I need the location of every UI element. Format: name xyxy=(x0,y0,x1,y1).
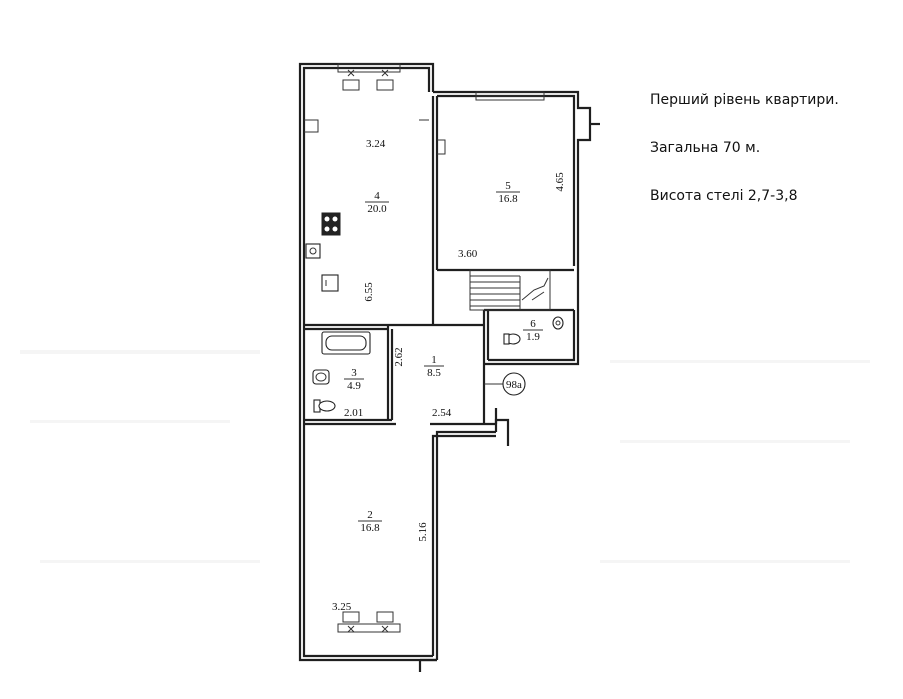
room-3-area: 4.9 xyxy=(347,380,361,392)
info-ceiling-height: Висота стелі 2,7-3,8 xyxy=(650,188,798,204)
dimension-5-16: 5.16 xyxy=(417,522,429,542)
info-total-area: Загальна 70 м. xyxy=(650,140,761,156)
background-noise xyxy=(20,350,870,563)
room-labels: 4 20.0 5 16.8 1 8.5 3 4.9 6 1.9 2 16.8 xyxy=(344,180,543,534)
wall-outlet-icon xyxy=(305,243,321,259)
dimension-labels: 3.24 6.55 4.65 3.60 2.62 2.01 2.54 5.16 … xyxy=(332,138,566,613)
dimension-2-01: 2.01 xyxy=(344,407,363,419)
window-kitchen xyxy=(337,63,401,73)
bathtub-icon xyxy=(321,331,371,355)
apartment-tag-text: 98a xyxy=(506,379,522,391)
sink-icon xyxy=(321,274,339,292)
dimension-4-65: 4.65 xyxy=(554,172,566,192)
room-5-area: 16.8 xyxy=(498,193,518,205)
dimension-3-60: 3.60 xyxy=(458,248,478,260)
room-4-number: 4 xyxy=(374,190,380,202)
room-3-number: 3 xyxy=(351,367,357,379)
dimension-2-62: 2.62 xyxy=(393,347,405,366)
radiators xyxy=(342,69,394,633)
washbasin-room6-icon xyxy=(552,316,564,330)
room-1-area: 8.5 xyxy=(427,367,441,379)
window-room-2 xyxy=(337,623,401,633)
toilet-room6-icon xyxy=(503,333,521,345)
door-markers xyxy=(396,422,430,426)
toilet-icon xyxy=(313,399,336,413)
room-6-area: 1.9 xyxy=(526,331,540,343)
room-6-number: 6 xyxy=(530,318,536,330)
dimension-2-54: 2.54 xyxy=(432,407,452,419)
room-4-area: 20.0 xyxy=(367,203,387,215)
walls xyxy=(298,62,600,672)
room-2-number: 2 xyxy=(367,509,373,521)
dimension-3-25: 3.25 xyxy=(332,601,352,613)
windows xyxy=(337,63,545,633)
staircase xyxy=(469,269,551,311)
washbasin-icon xyxy=(312,369,330,385)
room-5-number: 5 xyxy=(505,180,511,192)
dimension-3-24: 3.24 xyxy=(366,138,386,150)
apartment-tag: 98a xyxy=(484,372,526,396)
room-1-number: 1 xyxy=(431,354,437,366)
room-2-area: 16.8 xyxy=(360,522,380,534)
info-apartment-level: Перший рівень квартири. xyxy=(650,92,839,108)
stove-icon xyxy=(321,212,341,236)
dimension-6-55: 6.55 xyxy=(363,282,375,302)
